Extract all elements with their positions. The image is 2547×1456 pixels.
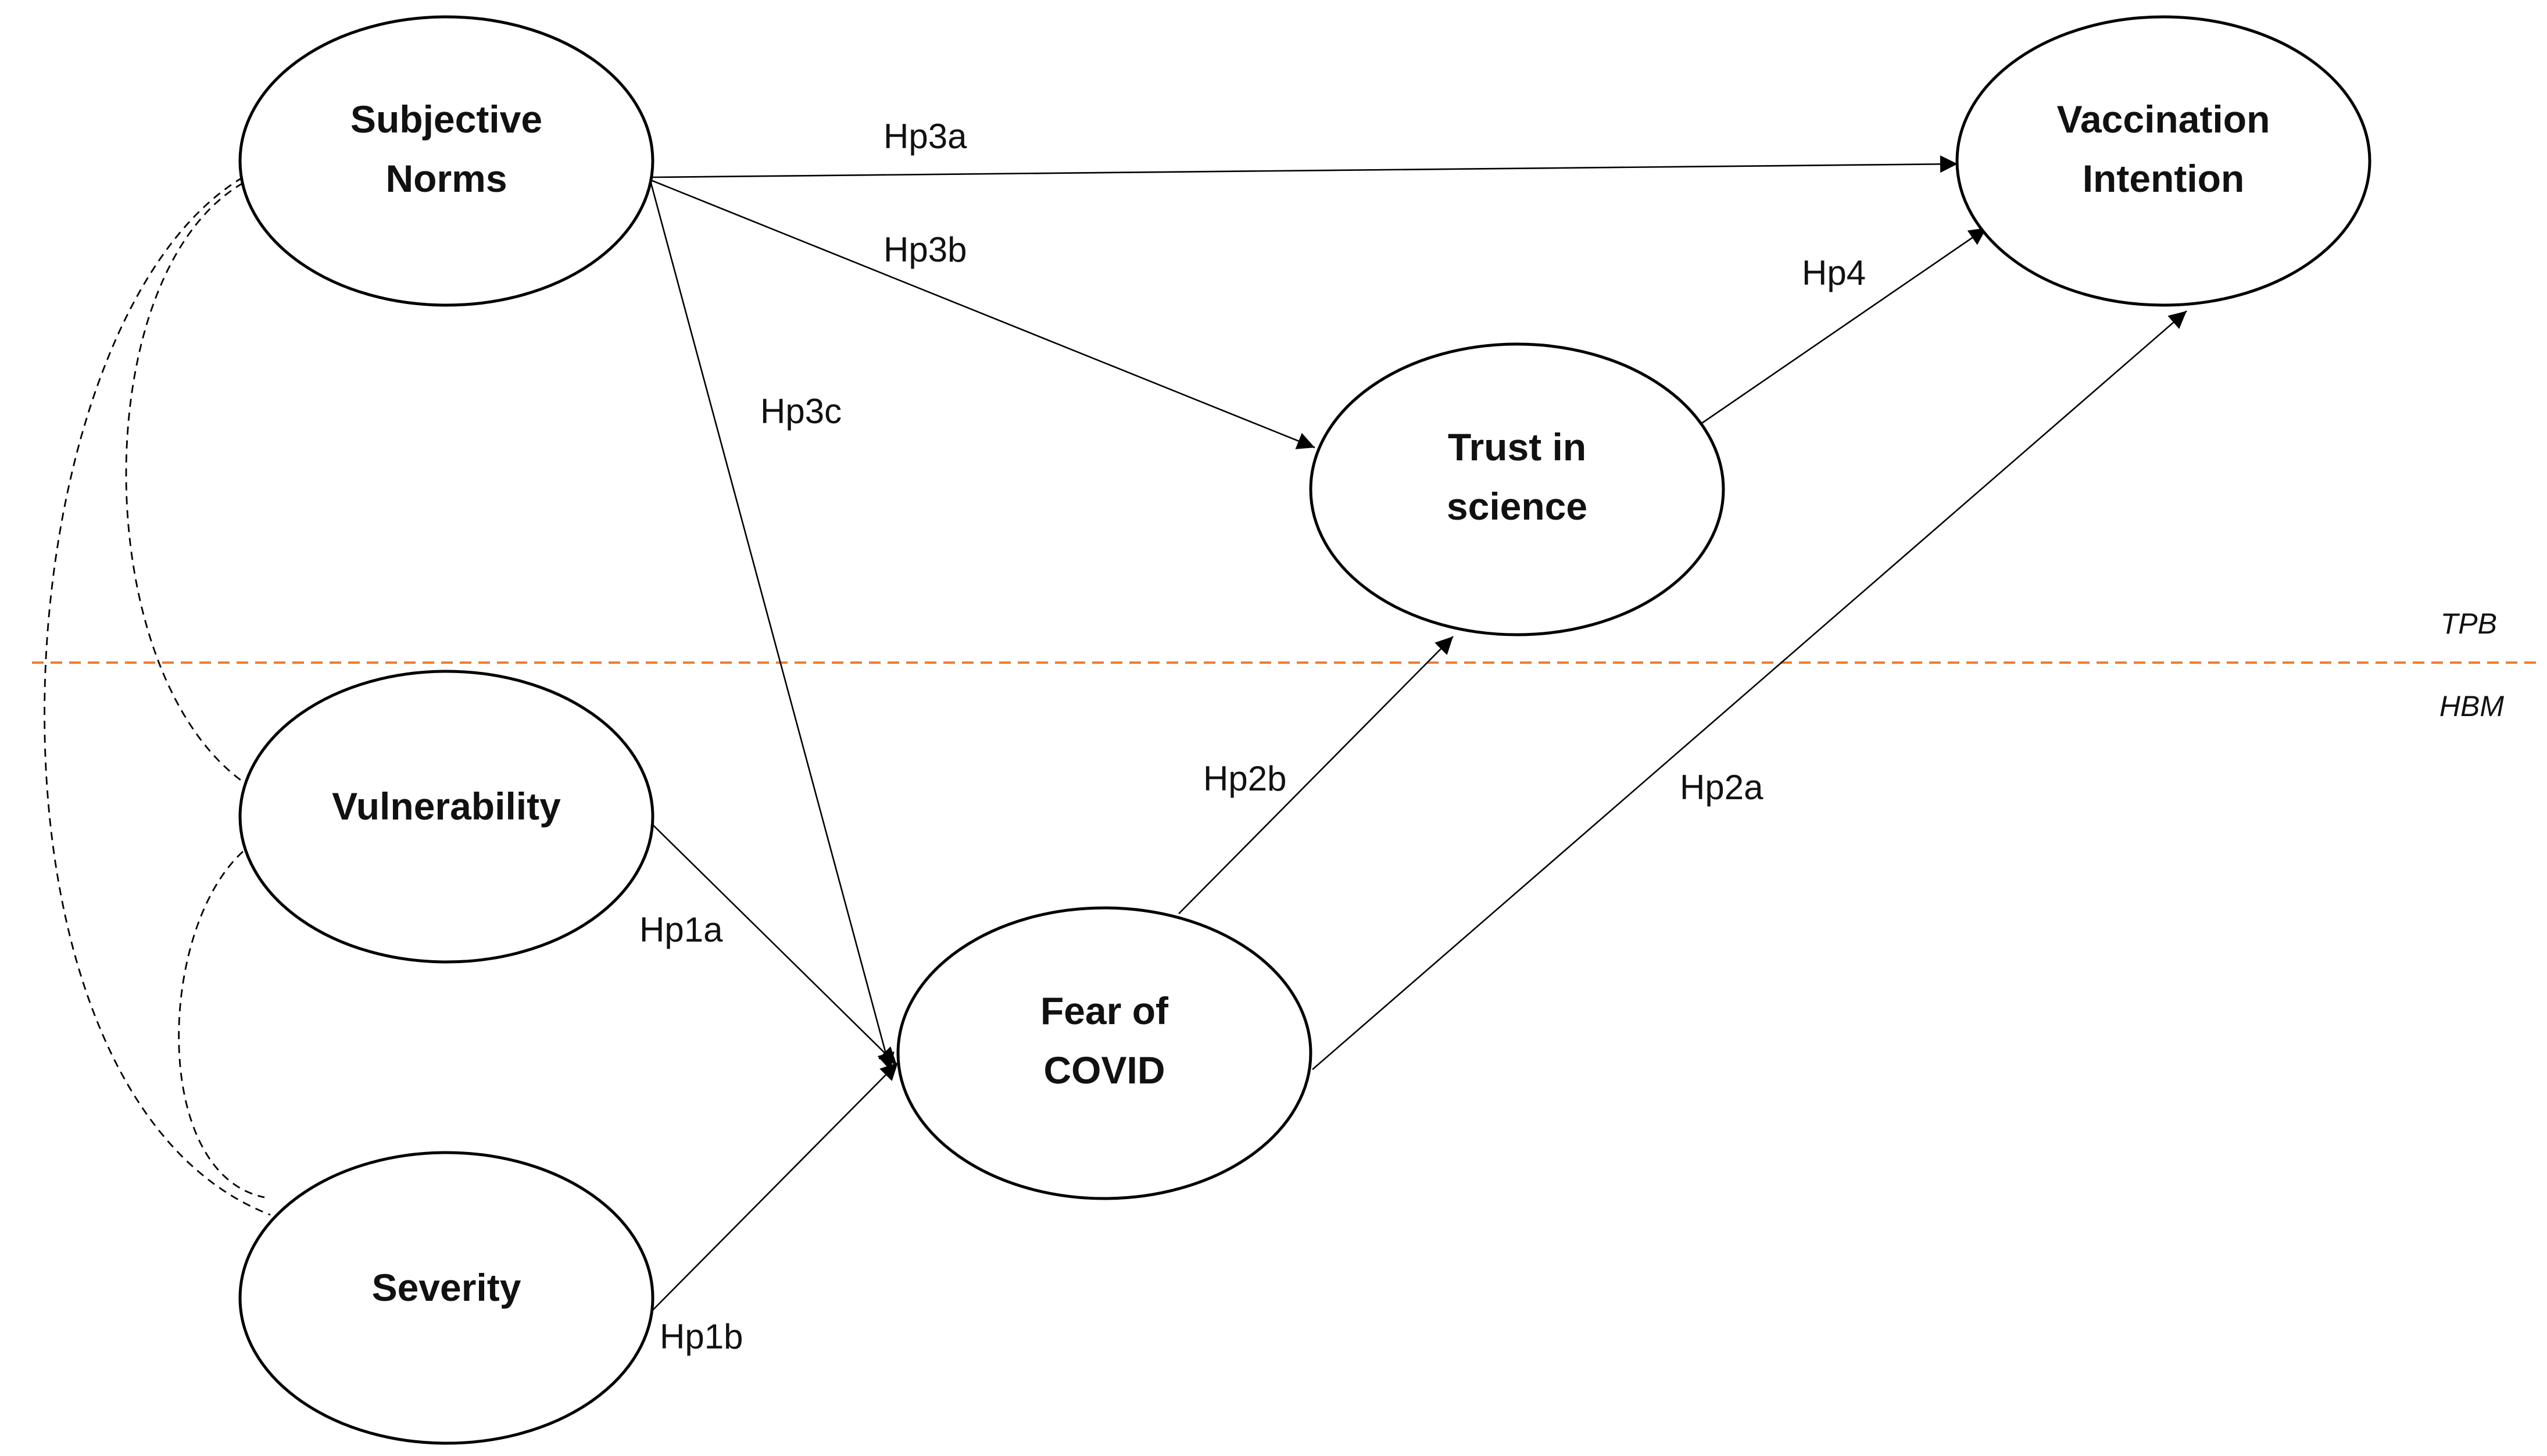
node-subjective-norms-line2: Norms [385, 157, 507, 200]
label-hp2a: Hp2a [1680, 768, 1763, 807]
node-vaccination-intention-line1: Vaccination [2057, 98, 2270, 141]
label-hp1b: Hp1b [660, 1317, 743, 1356]
node-vaccination-intention-line2: Intention [2083, 157, 2245, 200]
label-hp3b: Hp3b [883, 230, 967, 269]
node-subjective-norms: Subjective Norms [238, 15, 654, 307]
label-hp3c: Hp3c [760, 392, 842, 431]
node-vaccination-intention: Vaccination Intention [1955, 15, 2371, 307]
node-fear-of-covid-line2: COVID [1043, 1049, 1165, 1092]
hbm-zone-label: HBM [2439, 690, 2504, 722]
label-hp1a: Hp1a [639, 910, 723, 949]
tpb-zone-label: TPB [2441, 607, 2497, 640]
node-trust-in-science-line1: Trust in [1448, 425, 1586, 468]
path-hp1b [652, 1062, 899, 1311]
label-hp3a: Hp3a [883, 117, 967, 156]
node-fear-of-covid: Fear of COVID [896, 906, 1312, 1200]
path-hp3b [650, 179, 1315, 449]
node-vulnerability-line1: Vulnerability [332, 785, 561, 828]
correlation-subjective-norms-severity [44, 176, 271, 1216]
node-severity-line1: Severity [372, 1266, 521, 1309]
node-fear-of-covid-line1: Fear of [1040, 989, 1169, 1032]
path-hp4 [1701, 227, 1987, 424]
node-severity: Severity [238, 1151, 654, 1445]
path-hp3a [650, 155, 1958, 178]
label-hp2b: Hp2b [1203, 759, 1286, 798]
path-hp2a [1312, 310, 2187, 1070]
node-trust-in-science: Trust in science [1309, 342, 1725, 636]
node-trust-in-science-line2: science [1447, 485, 1587, 528]
label-hp4: Hp4 [1802, 253, 1866, 292]
path-hp3c [650, 183, 895, 1071]
correlation-subjective-norms-vulnerability [125, 182, 244, 783]
path-hp1a [652, 824, 897, 1065]
node-subjective-norms-line1: Subjective [350, 98, 542, 141]
path-hp2b [1178, 636, 1454, 914]
correlation-vulnerability-severity [178, 850, 265, 1199]
node-vulnerability: Vulnerability [238, 670, 654, 964]
